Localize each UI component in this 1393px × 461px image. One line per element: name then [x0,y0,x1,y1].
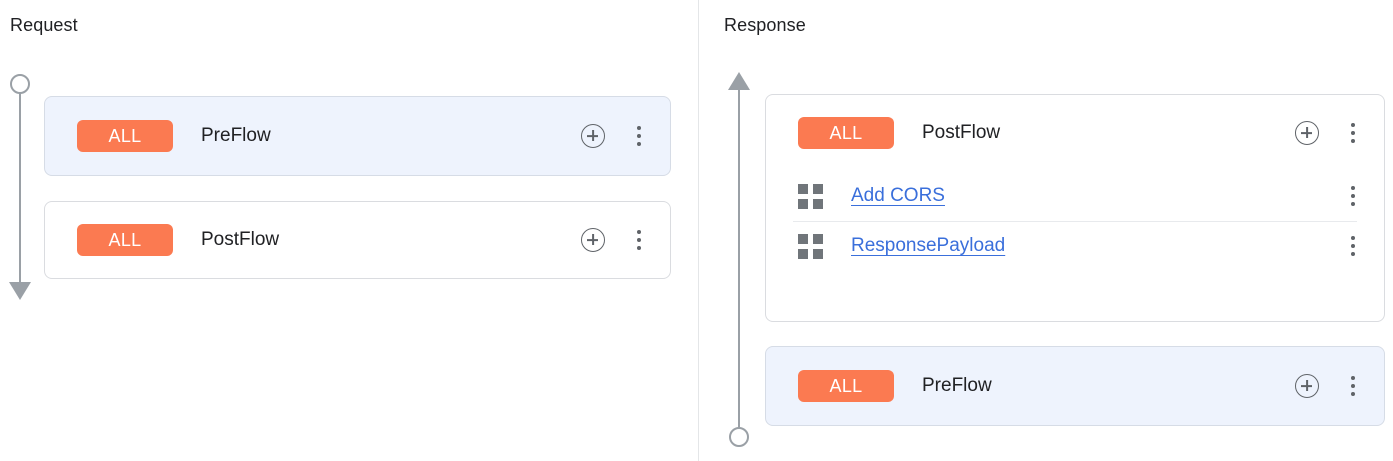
policy-actions [1340,183,1366,209]
request-postflow-badge: ALL [77,224,173,256]
add-policy-button[interactable] [1294,373,1320,399]
request-rail-line [19,92,21,284]
policy-link-add-cors[interactable]: Add CORS [851,185,945,206]
plus-circle-icon [581,124,605,148]
panel-divider [698,0,699,461]
add-policy-button[interactable] [580,123,606,149]
more-vert-icon [1343,121,1363,145]
response-panel: Response [699,0,1393,461]
request-preflow-row[interactable]: ALL PreFlow [45,97,670,175]
more-vert-icon [1343,184,1363,208]
add-policy-button[interactable] [580,227,606,253]
plus-circle-icon [581,228,605,252]
policy-grid-icon [798,233,823,259]
response-preflow-actions [1294,373,1366,399]
more-vert-icon [1343,234,1363,258]
response-postflow-label: PostFlow [922,122,1001,143]
add-policy-button[interactable] [1294,120,1320,146]
response-postflow-row[interactable]: ALL PostFlow [766,95,1384,171]
request-postflow-card[interactable]: ALL PostFlow [44,201,671,279]
policy-row[interactable]: Add CORS [766,171,1384,221]
response-preflow-badge: ALL [798,370,894,402]
response-postflow-badge: ALL [798,117,894,149]
request-rail-start-circle-icon [10,74,30,94]
more-vert-icon [629,228,649,252]
policy-grid-icon [798,183,823,209]
policy-link-response-payload[interactable]: ResponsePayload [851,235,1006,256]
request-panel: Request ALL PreFlow [0,0,698,461]
request-rail-arrow-down-icon [9,282,31,300]
response-panel-title: Response [724,15,806,35]
request-postflow-label: PostFlow [201,229,280,250]
policy-actions [1340,233,1366,259]
request-postflow-actions [580,227,652,253]
response-preflow-menu-button[interactable] [1340,373,1366,399]
response-preflow-label: PreFlow [922,375,992,396]
response-postflow-menu-button[interactable] [1340,120,1366,146]
request-preflow-actions [580,123,652,149]
more-vert-icon [1343,374,1363,398]
more-vert-icon [629,124,649,148]
request-postflow-row[interactable]: ALL PostFlow [45,202,670,278]
policy-menu-button[interactable] [1340,233,1366,259]
request-preflow-card[interactable]: ALL PreFlow [44,96,671,176]
request-panel-title: Request [10,15,78,35]
plus-circle-icon [1295,374,1319,398]
policy-menu-button[interactable] [1340,183,1366,209]
request-preflow-label: PreFlow [201,125,271,146]
request-preflow-menu-button[interactable] [626,123,652,149]
response-postflow-actions [1294,120,1366,146]
request-postflow-menu-button[interactable] [626,227,652,253]
response-preflow-card[interactable]: ALL PreFlow [765,346,1385,426]
response-postflow-card[interactable]: ALL PostFlow Add CORS [765,94,1385,322]
request-preflow-badge: ALL [77,120,173,152]
plus-circle-icon [1295,121,1319,145]
response-preflow-row[interactable]: ALL PreFlow [766,347,1384,425]
policy-row[interactable]: ResponsePayload [766,221,1384,271]
